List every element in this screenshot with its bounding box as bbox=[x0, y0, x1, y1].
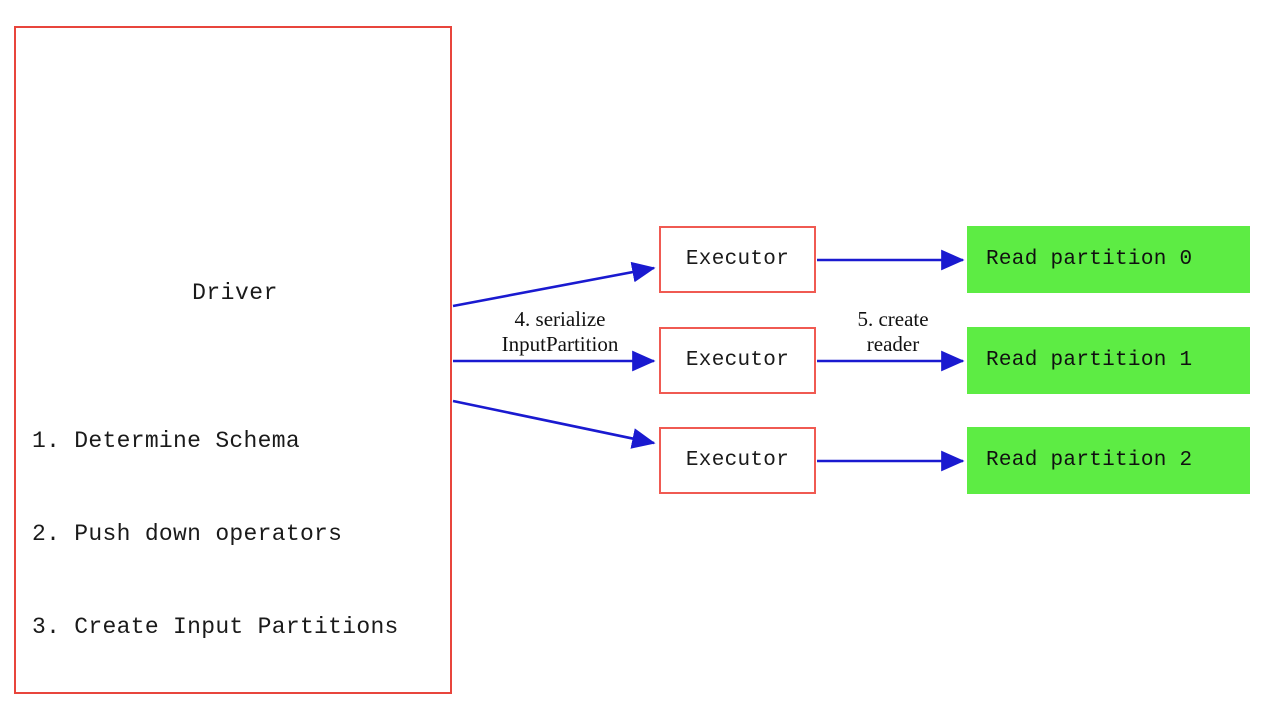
driver-box: Driver 1. Determine Schema 2. Push down … bbox=[14, 26, 452, 694]
driver-title: Driver bbox=[192, 280, 278, 306]
driver-step-2: 2. Push down operators bbox=[32, 521, 343, 547]
edge-label-create-reader: 5. create reader bbox=[828, 307, 958, 357]
arrow-driver-to-executor-1 bbox=[452, 261, 656, 308]
executor-box-1: Executor bbox=[659, 226, 816, 293]
edge-label-create-reader-line2: reader bbox=[866, 332, 920, 356]
driver-step-1: 1. Determine Schema bbox=[32, 428, 300, 454]
partition-box-1: Read partition 1 bbox=[967, 327, 1250, 394]
edge-label-create-reader-line1: 5. create bbox=[857, 307, 929, 331]
edge-label-serialize-line1: 4. serialize bbox=[514, 307, 606, 331]
executor-box-3: Executor bbox=[659, 427, 816, 494]
edge-label-serialize: 4. serialize InputPartition bbox=[460, 307, 660, 357]
executor-box-2: Executor bbox=[659, 327, 816, 394]
edge-label-serialize-line2: InputPartition bbox=[501, 332, 619, 356]
partition-box-2: Read partition 2 bbox=[967, 427, 1250, 494]
driver-step-3: 3. Create Input Partitions bbox=[32, 614, 399, 640]
driver-steps-list: 1. Determine Schema 2. Push down operato… bbox=[32, 364, 452, 705]
arrow-driver-to-executor-3 bbox=[452, 399, 656, 449]
partition-box-0: Read partition 0 bbox=[967, 226, 1250, 293]
